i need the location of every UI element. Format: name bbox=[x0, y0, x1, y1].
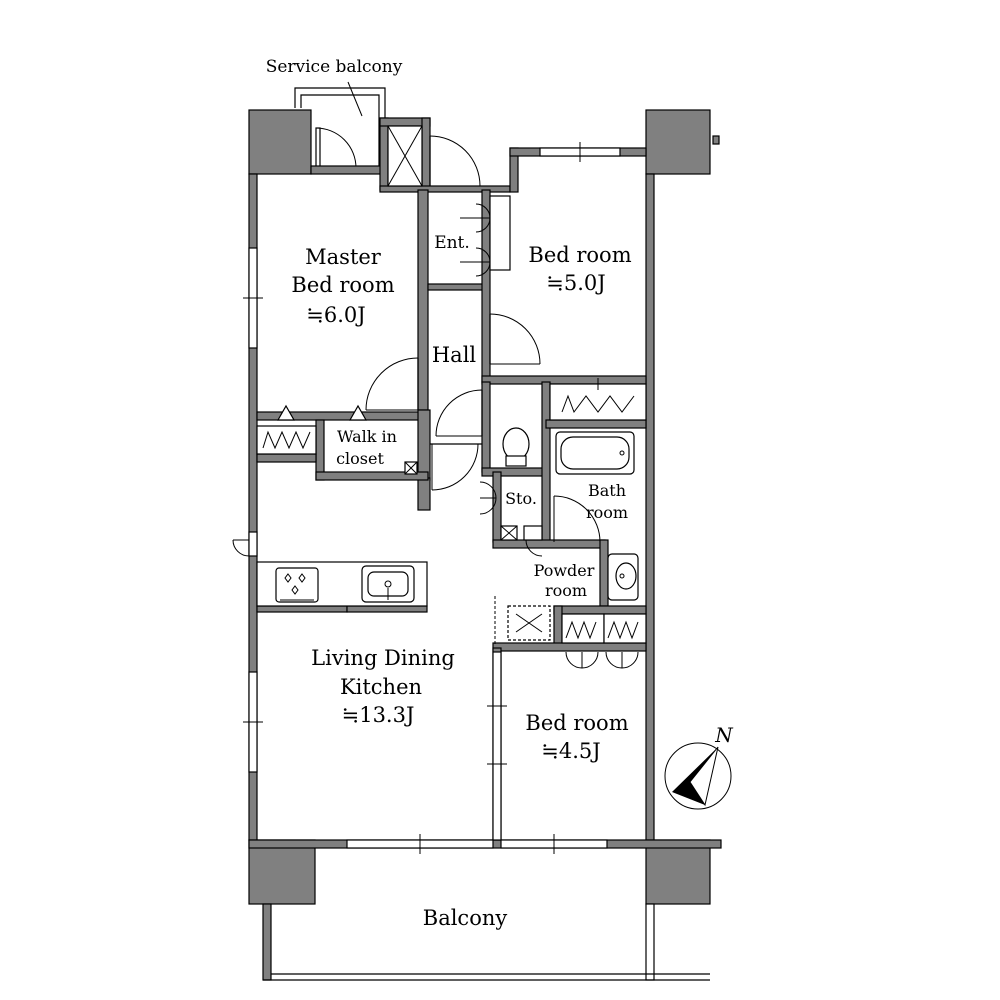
hall-label: Hall bbox=[432, 343, 477, 367]
ldk-size: ≒13.3J bbox=[342, 703, 415, 727]
entrance-label: Ent. bbox=[434, 233, 470, 253]
doors bbox=[365, 135, 601, 557]
fixtures bbox=[256, 427, 639, 646]
walk-in-closet-label-2: closet bbox=[336, 449, 384, 468]
bedroom-south-label: Bed room bbox=[525, 711, 628, 735]
bedroom-south-size: ≒4.5J bbox=[541, 739, 600, 763]
compass-north-label: N bbox=[714, 723, 734, 747]
ldk-label-1: Living Dining bbox=[311, 646, 455, 670]
powder-room-label-2: room bbox=[545, 581, 587, 600]
room-labels: Master Bed room ≒6.0J Ent. Bed room ≒5.0… bbox=[291, 233, 631, 930]
pillar-se bbox=[645, 839, 711, 905]
compass-ring bbox=[664, 742, 732, 810]
ldk-label-2: Kitchen bbox=[340, 675, 422, 699]
walk-in-closet-label-1: Walk in bbox=[337, 427, 397, 446]
pillar-nw bbox=[248, 109, 312, 175]
master-bedroom-label-1: Master bbox=[305, 245, 382, 269]
windows bbox=[232, 142, 621, 854]
balcony-area bbox=[262, 903, 710, 981]
washbasin bbox=[607, 553, 639, 601]
master-bedroom-label-2: Bed room bbox=[291, 273, 394, 297]
washing-machine-pan bbox=[494, 596, 551, 646]
storage-label: Sto. bbox=[505, 489, 537, 508]
compass-needle-light bbox=[689, 746, 719, 807]
bedroom-north-label: Bed room bbox=[528, 243, 631, 267]
bedroom-north-size: ≒5.0J bbox=[546, 271, 605, 295]
compass: N bbox=[664, 723, 734, 810]
kitchen-counter bbox=[256, 561, 428, 607]
bath-room-label-2: room bbox=[586, 503, 628, 522]
master-bedroom-size: ≒6.0J bbox=[306, 303, 365, 327]
powder-room-label-1: Powder bbox=[534, 561, 595, 580]
pillar-ne bbox=[645, 109, 711, 175]
service-balcony-label: Service balcony bbox=[266, 57, 403, 77]
toilet bbox=[502, 427, 530, 467]
shoe-cabinet bbox=[460, 195, 511, 277]
pillar-ne-tab bbox=[712, 135, 720, 145]
balcony-label: Balcony bbox=[423, 906, 508, 930]
pillar-sw bbox=[248, 839, 316, 905]
bathtub bbox=[555, 431, 635, 475]
bath-room-label-1: Bath bbox=[588, 481, 626, 500]
closets bbox=[256, 125, 647, 669]
